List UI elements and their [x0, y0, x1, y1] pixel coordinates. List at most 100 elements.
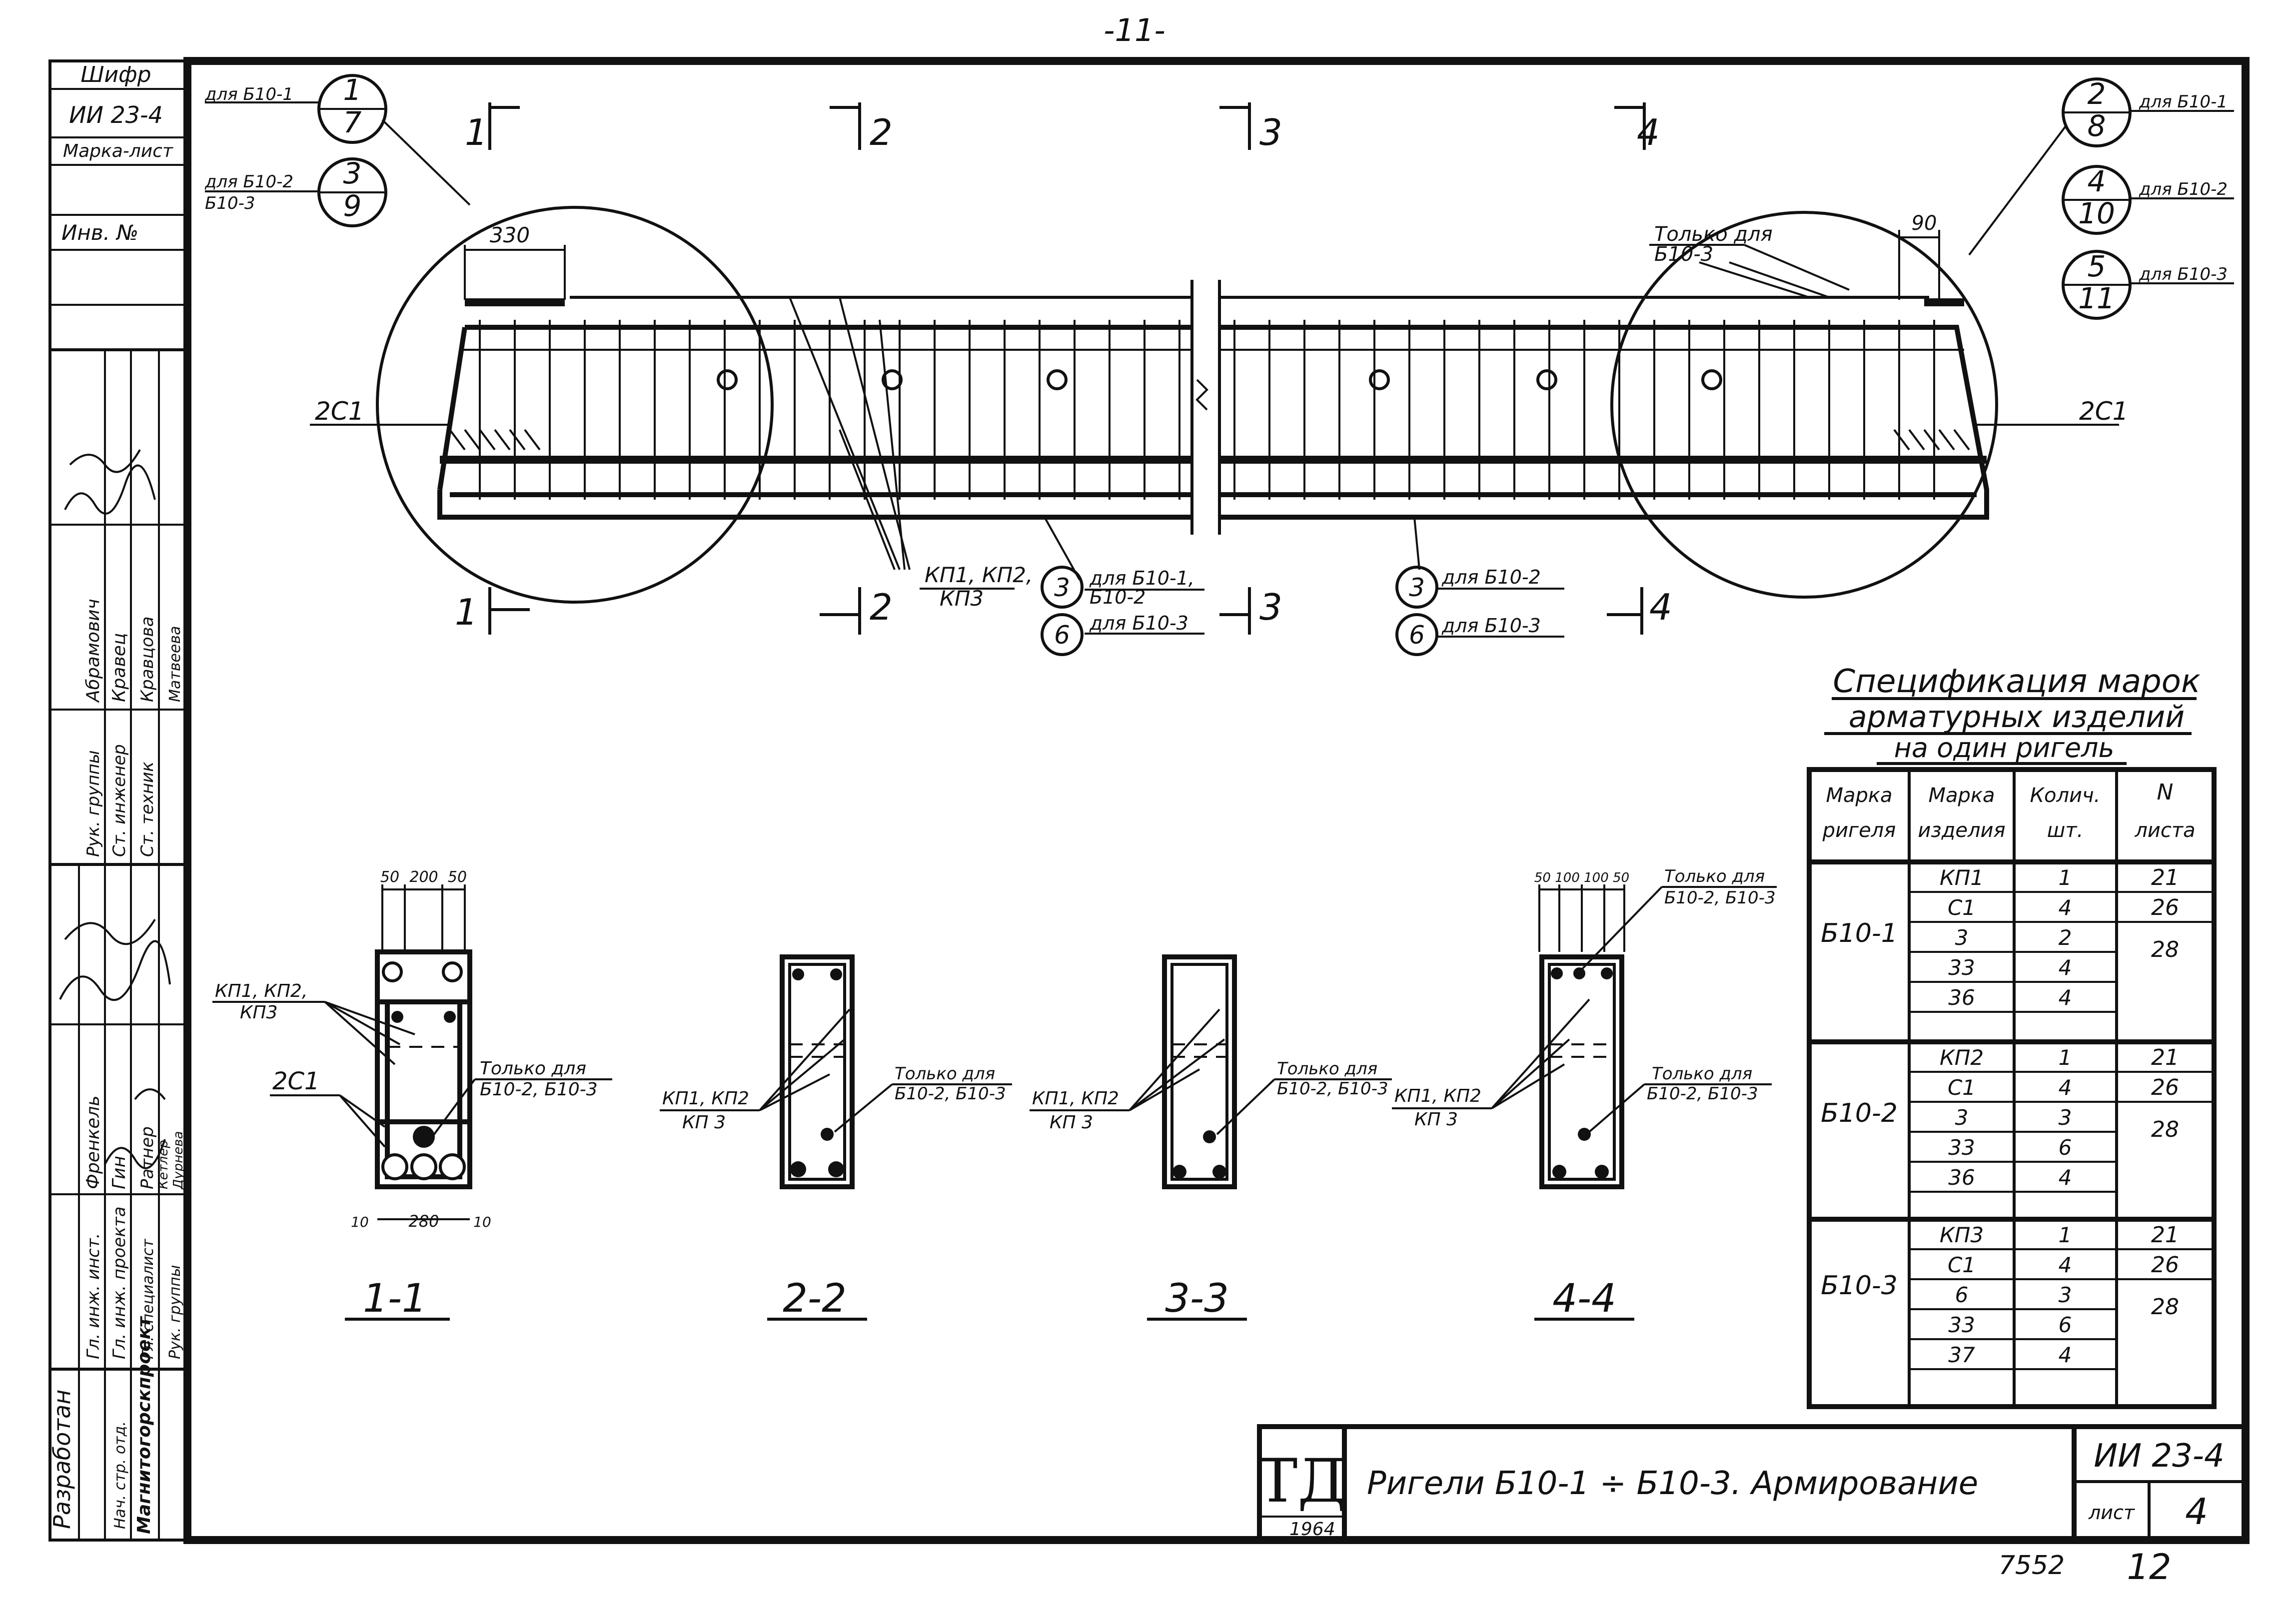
- svg-text:Только для: Только для: [895, 1064, 995, 1084]
- svg-text:2С1: 2С1: [272, 1067, 320, 1095]
- only-for-mark: Б10-3: [1654, 243, 1713, 266]
- logo: ТД: [1257, 1447, 1346, 1516]
- role-5: Рук. группы: [166, 1265, 184, 1359]
- callout-label: для Б10-3: [2139, 264, 2228, 284]
- drawing-title: Ригели Б10-1 ÷ Б10-3. Армирование: [1367, 1465, 1978, 1502]
- item-quantity: 6: [2059, 1135, 2072, 1160]
- svg-text:Б10-2, Б10-3: Б10-2, Б10-3: [895, 1084, 1006, 1104]
- section-1-1: 50 200 50 280 10 10 КП1, КП2, КП3 2С1 То…: [212, 868, 612, 1321]
- svg-text:6: 6: [1054, 621, 1070, 650]
- sheet-number: 4: [2185, 1491, 2208, 1533]
- section-4-4: 50 100 100 50 КП1, КП2 КП 3 Только для Б…: [1392, 866, 1777, 1321]
- only-for-label: Только для: [1654, 223, 1773, 246]
- svg-text:N: N: [2157, 780, 2174, 805]
- svg-text:КП1, КП2,: КП1, КП2,: [215, 981, 307, 1001]
- sheet-ref: 21: [2151, 1045, 2179, 1070]
- name-2: Гин: [109, 1156, 129, 1189]
- svg-text:КП1, КП2: КП1, КП2: [662, 1088, 749, 1109]
- item-quantity: 6: [2059, 1313, 2072, 1337]
- svg-text:КП 3: КП 3: [1414, 1109, 1458, 1130]
- svg-text:Только для: Только для: [480, 1058, 586, 1079]
- beam-mark: Б10-1: [1821, 918, 1898, 948]
- item-mark: С1: [1948, 1253, 1976, 1277]
- svg-text:Б10-2, Б10-3: Б10-2, Б10-3: [1647, 1084, 1758, 1104]
- svg-text:Только для: Только для: [1652, 1064, 1752, 1084]
- role-8: Ст. техник: [137, 762, 157, 857]
- svg-text:1: 1: [465, 111, 488, 153]
- name-4: Кетлер: [156, 1140, 171, 1189]
- svg-text:изделия: изделия: [1918, 819, 2005, 842]
- opening: [1701, 369, 1722, 390]
- svg-text:КП1, КП2: КП1, КП2: [1394, 1086, 1481, 1106]
- svg-text:листа: листа: [2134, 819, 2195, 842]
- svg-text:50: 50: [448, 868, 467, 886]
- svg-text:10: 10: [351, 1214, 369, 1230]
- item-quantity: 4: [2059, 1253, 2072, 1277]
- svg-text:3: 3: [1259, 586, 1282, 628]
- svg-text:Марка: Марка: [1928, 784, 1995, 807]
- page-counter: 12: [2127, 1547, 2171, 1588]
- sheet-ref: 28: [2151, 1117, 2179, 1142]
- kp-label: КП1, КП2,: [925, 563, 1033, 587]
- role-2: Гл. инж. проекта: [109, 1206, 129, 1359]
- item-quantity: 1: [2059, 865, 2072, 890]
- svg-text:Б10-2, Б10-3: Б10-2, Б10-3: [1277, 1079, 1388, 1099]
- spec-title-2: арматурных изделий: [1849, 700, 2185, 735]
- detail-circle-right: [1610, 211, 1998, 599]
- svg-text:Только для: Только для: [1277, 1059, 1377, 1079]
- name-7: Кравец: [109, 633, 129, 702]
- svg-text:Колич.: Колич.: [2030, 784, 2101, 807]
- title-block: ТД 1964 Ригели Б10-1 ÷ Б10-3. Армировани…: [1257, 1424, 2248, 1543]
- mark-sheet-label: Марка-лист: [63, 141, 173, 161]
- section-3-3: КП1, КП2 КП 3 Только для Б10-2, Б10-3 3-…: [1030, 954, 1392, 1321]
- archive-number: 7552: [1999, 1551, 2065, 1581]
- svg-text:10: 10: [473, 1214, 491, 1230]
- svg-text:2: 2: [2088, 77, 2106, 111]
- svg-text:2: 2: [870, 111, 893, 153]
- beam-mark: Б10-3: [1821, 1271, 1898, 1301]
- svg-text:5: 5: [2088, 249, 2106, 283]
- sheet-ref: 26: [2151, 1075, 2179, 1100]
- role-1: Гл. инж. инст.: [83, 1233, 103, 1360]
- sheet-ref: 28: [2151, 1294, 2179, 1320]
- role-6: Рук. группы: [83, 750, 103, 857]
- svg-text:Марка: Марка: [1826, 784, 1892, 807]
- item-quantity: 4: [2059, 1075, 2072, 1100]
- svg-text:9: 9: [343, 189, 362, 223]
- break-line: [1190, 280, 1221, 535]
- item-mark: 33: [1948, 1135, 1975, 1160]
- section-title: 1-1: [363, 1276, 426, 1321]
- svg-text:7: 7: [343, 105, 362, 139]
- break-symbol: [1195, 379, 1208, 411]
- signature: [104, 1088, 166, 1169]
- beam-mark: Б10-2: [1821, 1098, 1898, 1128]
- item-quantity: 3: [2059, 1105, 2072, 1130]
- callouts-right: 2 8 для Б10-1 4 10 для Б10-2 5 11 для Б1…: [1968, 77, 2234, 320]
- svg-text:для Б10-3: для Б10-3: [1441, 615, 1541, 637]
- svg-text:200: 200: [409, 868, 438, 886]
- detail-circle-left: [376, 206, 774, 604]
- svg-text:для Б10-1,: для Б10-1,: [1089, 567, 1194, 589]
- callout-label: для Б10-1: [2139, 92, 2228, 112]
- svg-text:4: 4: [1637, 111, 1660, 153]
- svg-text:3: 3: [1409, 573, 1425, 602]
- svg-text:КП 3: КП 3: [1050, 1112, 1093, 1133]
- svg-text:50 100 100 50: 50 100 100 50: [1534, 870, 1629, 885]
- section-title: 2-2: [783, 1276, 846, 1321]
- sheet-ref: 26: [2151, 895, 2179, 920]
- item-quantity: 4: [2059, 895, 2072, 920]
- item-mark: 37: [1948, 1343, 1975, 1367]
- section-2-2: КП1, КП2 КП 3 Только для Б10-2, Б10-3 2-…: [660, 954, 1012, 1321]
- name-1: Френкель: [83, 1095, 103, 1189]
- org-label: Магнитогорскпроект: [134, 1316, 154, 1534]
- svg-text:для Б10-3: для Б10-3: [1089, 612, 1188, 634]
- svg-text:3: 3: [343, 156, 362, 190]
- callouts-left: 1 7 для Б10-1 3 9 для Б10-2 Б10-3: [204, 73, 471, 227]
- item-mark: КП1: [1940, 865, 1984, 890]
- cut-markers: 1 2 3 4 1 2 3 4: [455, 102, 1672, 635]
- sheet-code: ИИ 23-4: [69, 101, 163, 128]
- name-9: Матвеева: [166, 626, 184, 702]
- item-mark: 3: [1955, 1105, 1969, 1130]
- svg-text:1: 1: [455, 591, 478, 633]
- callout-label: Б10-3: [205, 193, 255, 213]
